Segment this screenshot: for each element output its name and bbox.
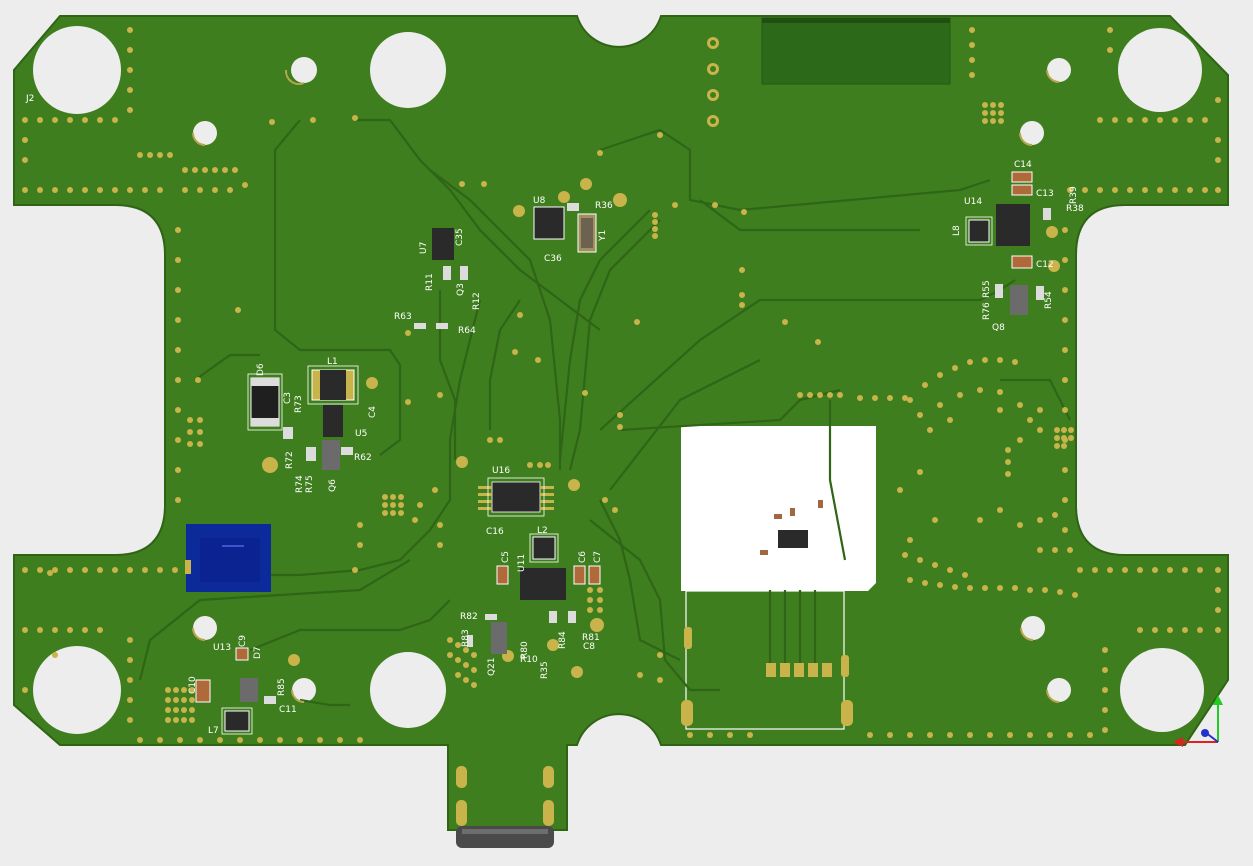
axis-gizmo[interactable]: [1173, 695, 1223, 747]
label-u5: U5: [355, 429, 367, 439]
label-l2: L2: [537, 526, 548, 536]
label-r38: R38: [1066, 204, 1084, 214]
label-r74: R74: [295, 475, 305, 493]
label-r75: R75: [305, 475, 315, 493]
mounting-pads: [262, 37, 1060, 678]
label-r85: R85: [277, 678, 287, 696]
label-l8: L8: [952, 225, 962, 236]
label-j2: J2: [25, 94, 34, 104]
label-r39: R39: [1069, 186, 1079, 204]
label-r64: R64: [458, 326, 476, 336]
label-d7: D7: [253, 646, 263, 659]
label-c36: C36: [544, 254, 562, 264]
blue-connector: [185, 524, 271, 592]
label-q6: Q6: [328, 479, 338, 492]
label-u7: U7: [419, 242, 429, 254]
traces: [138, 118, 1071, 707]
label-r76: R76: [982, 302, 992, 320]
label-l7: L7: [208, 726, 219, 736]
label-r73: R73: [294, 395, 304, 413]
board-substrate: [13, 15, 1229, 831]
components: [195, 171, 1051, 732]
label-c14: C14: [1014, 160, 1032, 170]
stitching-vias: [22, 27, 1221, 743]
label-c11: C11: [279, 705, 297, 715]
label-c7: C7: [593, 551, 603, 563]
label-c9: C9: [238, 635, 248, 647]
label-r54: R54: [1044, 291, 1054, 309]
label-u16: U16: [492, 466, 510, 476]
label-c8: C8: [583, 642, 595, 652]
label-c6: C6: [578, 551, 588, 563]
label-r11: R11: [425, 273, 435, 291]
label-u8: U8: [533, 196, 546, 206]
label-r10: R10: [520, 655, 538, 665]
hole-bevels: [192, 69, 1060, 703]
label-r35: R35: [540, 661, 550, 679]
label-u11: U11: [517, 554, 527, 572]
label-c5: C5: [501, 551, 511, 563]
label-r82: R82: [460, 612, 478, 622]
label-c35: C35: [455, 228, 465, 246]
label-c13: C13: [1036, 189, 1054, 199]
label-r62: R62: [354, 453, 372, 463]
label-r63: R63: [394, 312, 412, 322]
label-r55: R55: [982, 280, 992, 298]
label-u13: U13: [213, 643, 231, 653]
label-c12: C12: [1036, 260, 1054, 270]
antenna-module-area: [761, 17, 951, 85]
label-c3: C3: [283, 392, 293, 404]
label-l1: L1: [327, 357, 338, 367]
label-u14: U14: [964, 197, 982, 207]
label-q3: Q3: [456, 283, 466, 296]
label-d6: D6: [256, 363, 266, 376]
label-r80: R80: [520, 641, 530, 659]
keepout-area: [681, 426, 876, 591]
label-r83: R83: [461, 629, 471, 647]
label-c16: C16: [486, 527, 504, 537]
component-labels: J2 D6 L1 C3 R73 C4 U5 R72 R74 R75 Q6 R62…: [25, 94, 1084, 736]
label-r84: R84: [558, 631, 568, 649]
label-c10: C10: [188, 676, 198, 694]
via-clusters: [165, 102, 1074, 723]
label-r36: R36: [595, 201, 613, 211]
label-r72: R72: [285, 451, 295, 469]
label-r81: R81: [582, 633, 600, 643]
label-y1: Y1: [598, 230, 608, 242]
usb-connector: [456, 766, 554, 848]
silkscreen-outlines: [221, 216, 993, 735]
label-q8: Q8: [992, 323, 1005, 333]
label-q21: Q21: [487, 657, 497, 676]
label-c4: C4: [368, 406, 378, 418]
label-r12: R12: [472, 292, 482, 310]
